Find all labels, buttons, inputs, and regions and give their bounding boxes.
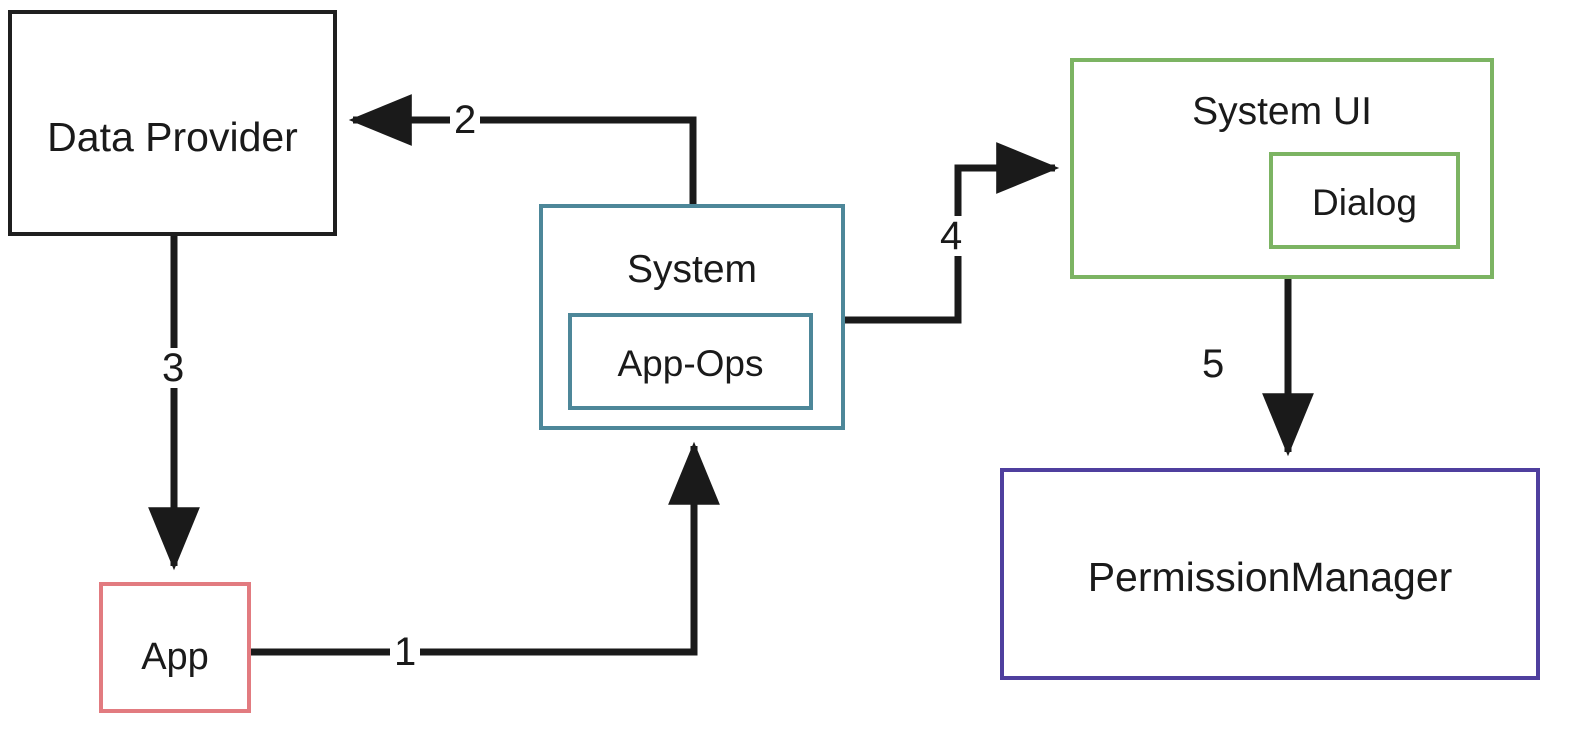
node-app-label: App [141, 636, 209, 678]
node-permission-manager-label: PermissionManager [1087, 554, 1453, 600]
node-dialog[interactable]: Dialog [1269, 152, 1460, 249]
edge-1-path [251, 441, 720, 656]
node-app-ops[interactable]: App-Ops [568, 313, 813, 410]
node-system-ui-label: System UI [1192, 90, 1372, 133]
node-permission-manager[interactable]: PermissionManager [1000, 468, 1540, 680]
edge-label-2: 2 [450, 100, 481, 140]
node-dialog-label: Dialog [1312, 182, 1417, 223]
node-system-label: System [626, 248, 758, 291]
edge-label-3: 3 [158, 348, 189, 388]
node-data-provider[interactable]: Data Provider [8, 10, 337, 236]
edge-label-4: 4 [936, 216, 967, 256]
node-app[interactable]: App [99, 582, 251, 713]
node-app-ops-label: App-Ops [617, 343, 764, 384]
edge-label-5: 5 [1198, 344, 1229, 384]
node-data-provider-label: Data Provider [47, 114, 298, 160]
edge-2-path [348, 94, 697, 204]
edge-label-1: 1 [390, 632, 421, 672]
